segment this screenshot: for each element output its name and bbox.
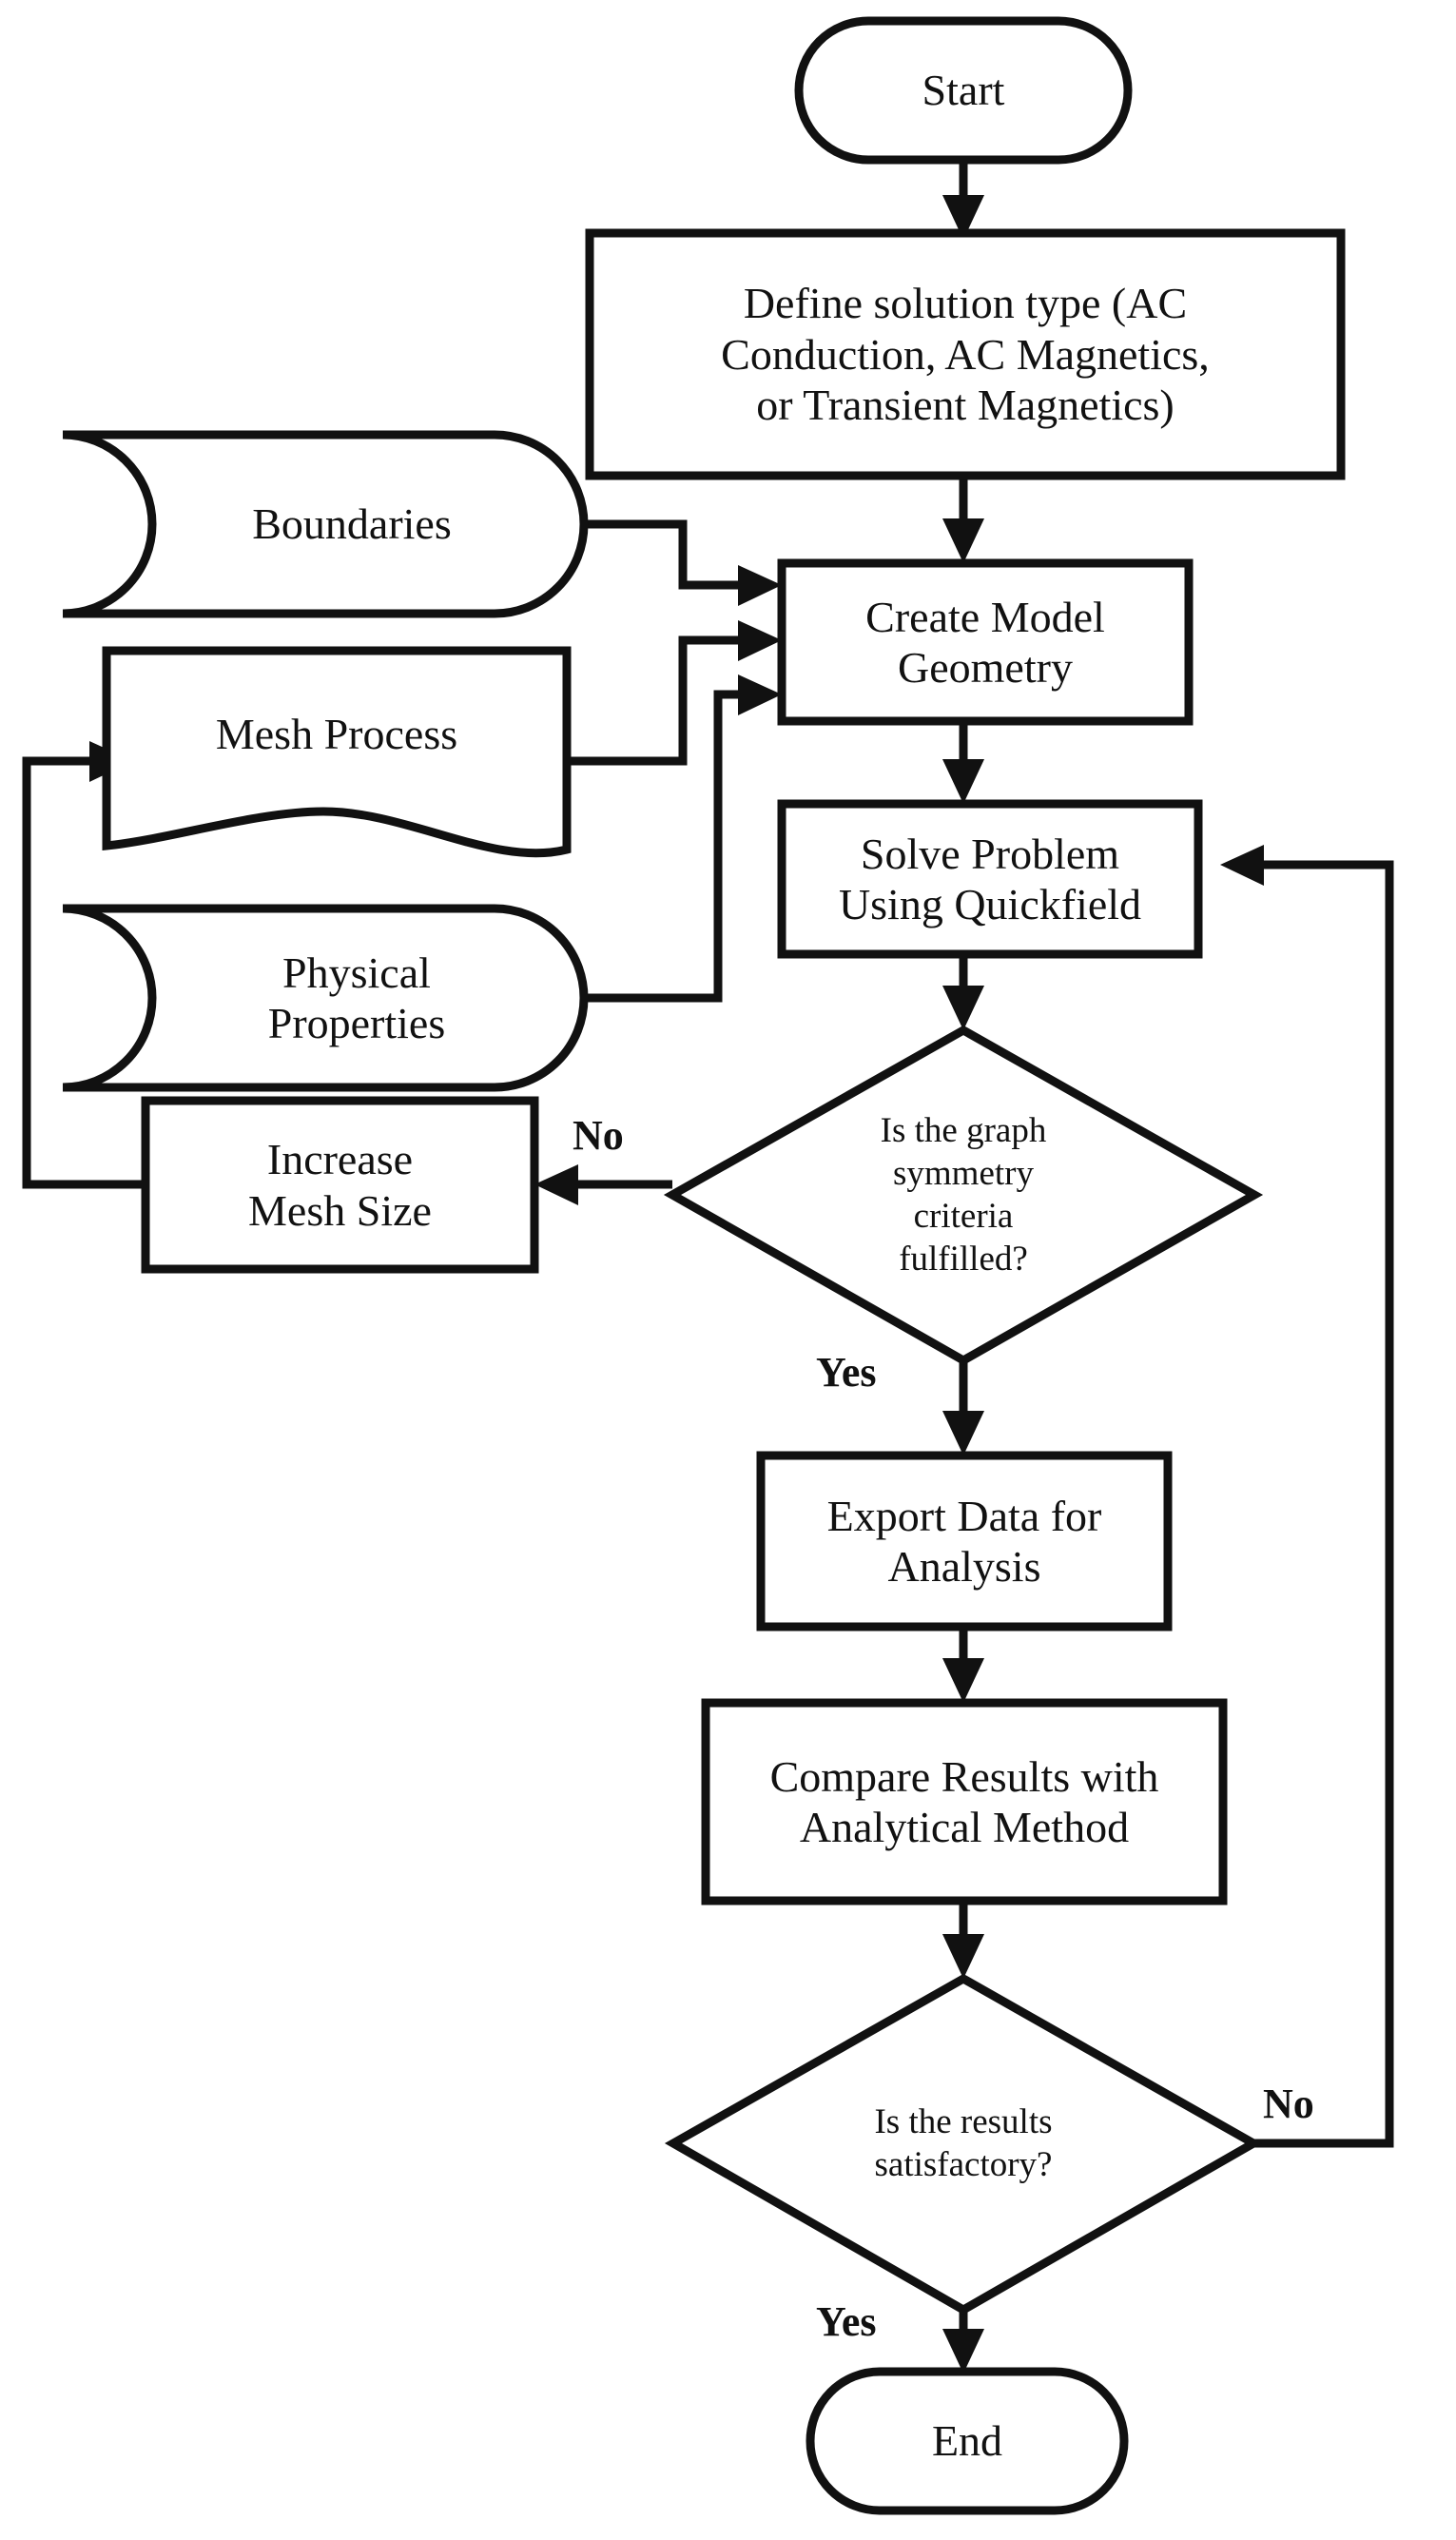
node-start-shape[interactable] xyxy=(794,16,1133,165)
node-results-decision-shape[interactable] xyxy=(664,1973,1263,2315)
edge-boundaries-to-create-model xyxy=(569,519,782,606)
edge-results-yes-to-end xyxy=(942,2310,984,2374)
node-compare-results-shape[interactable] xyxy=(701,1698,1228,1905)
edge-symmetry-no-to-increase-mesh xyxy=(534,1164,672,1205)
edge-start-to-define xyxy=(942,160,984,240)
edge-results-no-to-solve xyxy=(1220,845,1394,2148)
node-create-model-geometry-shape[interactable] xyxy=(777,558,1194,726)
node-solve-problem-shape[interactable] xyxy=(777,799,1203,959)
node-define-solution-shape[interactable] xyxy=(585,228,1346,480)
edge-define-to-create-model xyxy=(942,476,984,563)
node-end-shape[interactable] xyxy=(806,2367,1129,2515)
node-physical-properties-shape[interactable] xyxy=(62,904,589,1092)
edge-mesh-process-to-create-model xyxy=(567,620,782,766)
edge-export-to-compare xyxy=(942,1627,984,1703)
node-mesh-process-shape[interactable] xyxy=(102,646,572,858)
edge-compare-to-results-decision xyxy=(942,1901,984,1979)
node-increase-mesh-size-shape[interactable] xyxy=(141,1096,539,1274)
node-symmetry-decision-shape[interactable] xyxy=(663,1025,1264,1366)
node-export-data-shape[interactable] xyxy=(756,1451,1173,1631)
edge-solve-to-symmetry xyxy=(942,954,984,1030)
edge-symmetry-yes-to-export xyxy=(942,1360,984,1456)
edge-create-model-to-solve xyxy=(942,721,984,804)
node-boundaries-shape[interactable] xyxy=(62,430,589,618)
edge-physical-properties-to-create-model xyxy=(569,674,782,1003)
